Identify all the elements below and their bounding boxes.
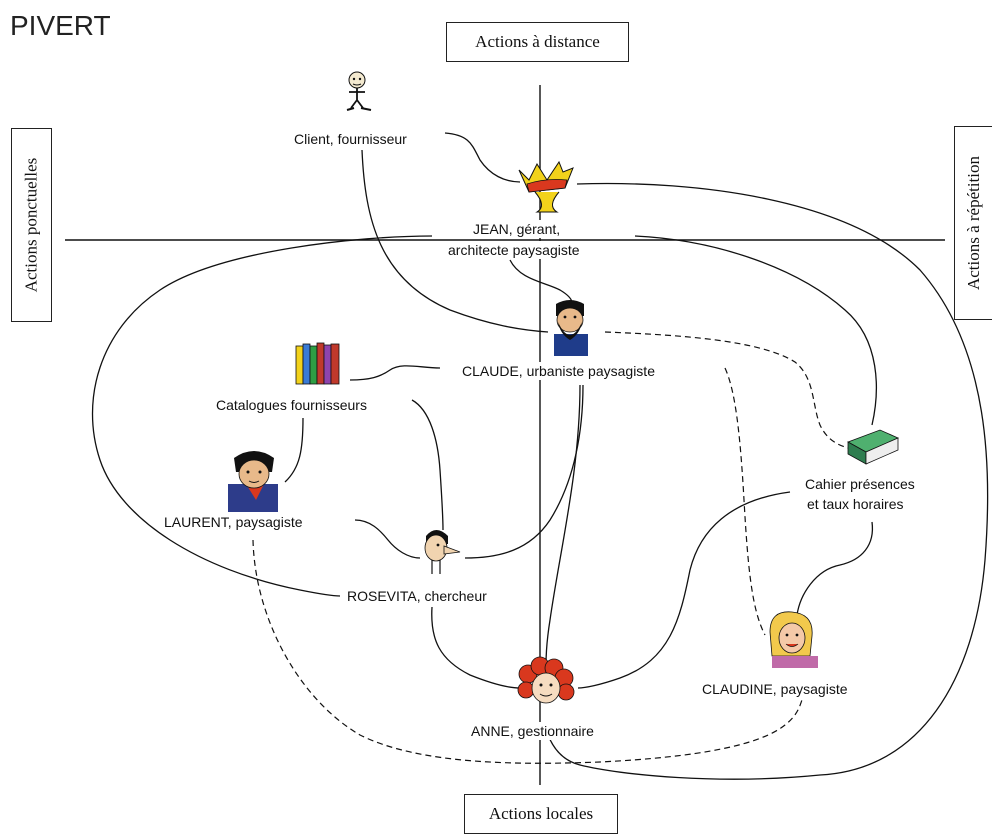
link-cahier-claudine [796, 521, 874, 616]
long-nose-face-icon [424, 530, 461, 574]
crown-icon [518, 160, 574, 213]
node-laurent-label: LAURENT, paysagiste [162, 513, 305, 531]
link-client-jean [444, 132, 521, 183]
axis-left-text: Actions ponctuelles [21, 157, 41, 293]
cartoon-figure-icon [346, 71, 372, 111]
link-catalogues-laurent [284, 417, 304, 483]
axis-label-left: Actions ponctuelles [11, 128, 52, 322]
node-jean-label-2: architecte paysagiste [446, 241, 582, 259]
node-jean-label-1: JEAN, gérant, [471, 220, 563, 238]
node-anne-label: ANNE, gestionnaire [469, 722, 596, 740]
node-rosevita-label: ROSEVITA, chercheur [345, 587, 489, 605]
curly-red-hair-icon [517, 656, 575, 704]
node-cahier-label-1: Cahier présences [803, 475, 917, 493]
node-claude-label: CLAUDE, urbaniste paysagiste [460, 362, 657, 380]
link-cahier-anne [577, 491, 791, 689]
node-catalogues-label: Catalogues fournisseurs [214, 396, 369, 414]
link-catalogues-claude [349, 365, 441, 381]
axis-label-top: Actions à distance [446, 22, 629, 62]
link-laurent-claudine-dashed [252, 539, 803, 764]
link-claude-rosevita [464, 384, 584, 559]
bearded-man-icon [554, 300, 588, 356]
link-claude-anne [545, 384, 581, 666]
link-rosevita-anne [431, 606, 521, 689]
axis-label-right: Actions à répétition [954, 126, 992, 320]
node-claudine-label: CLAUDINE, paysagiste [700, 680, 850, 698]
link-client-claude [361, 149, 549, 333]
link-catalogues-rosevita [411, 399, 444, 531]
link-claude-cahier-dashed [604, 331, 849, 449]
node-cahier-label-2: et taux horaires [805, 495, 906, 513]
link-jean-cahier [634, 235, 877, 426]
axis-bottom-text: Actions locales [488, 804, 594, 823]
blonde-woman-icon [769, 611, 818, 668]
axis-top-text: Actions à distance [475, 32, 600, 51]
link-jean-rosevita [91, 235, 433, 597]
link-jean-claude [509, 259, 573, 304]
axis-label-bottom: Actions locales [464, 794, 618, 834]
link-claude-claudine-dashed [724, 367, 766, 636]
node-client-label: Client, fournisseur [292, 130, 409, 148]
link-jean-anne [547, 182, 989, 780]
link-laurent-rosevita [354, 519, 421, 559]
man-portrait-icon [228, 451, 278, 512]
green-book-icon [847, 429, 899, 465]
axis-right-text: Actions à répétition [964, 155, 984, 291]
page-title: PIVERT [10, 10, 111, 41]
books-icon [295, 342, 340, 385]
